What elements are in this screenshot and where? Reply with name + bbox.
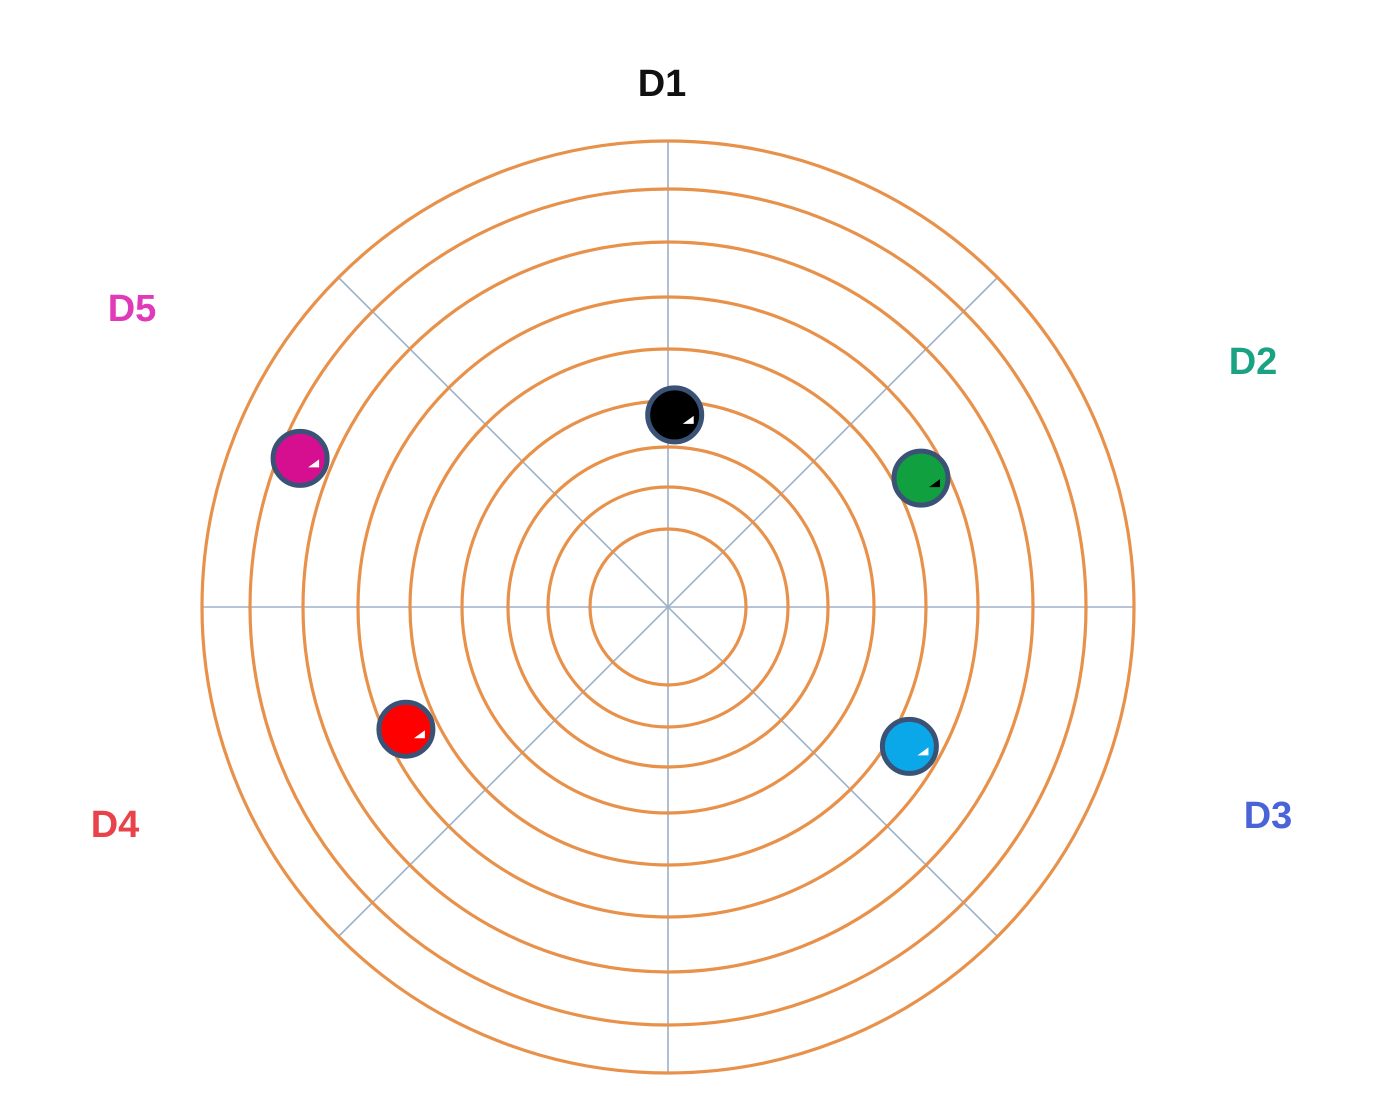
- point-marker-d2: [891, 448, 951, 508]
- ring-9: [200, 139, 1136, 1075]
- dimension-label-d2: D2: [1229, 341, 1278, 383]
- ring-7: [301, 240, 1035, 974]
- point-d4: [376, 699, 436, 759]
- chart-axes: [202, 141, 1134, 1073]
- point-marker-d5: [270, 428, 330, 488]
- ring-3: [506, 445, 830, 769]
- point-d1: [645, 385, 705, 445]
- point-marker-d1: [645, 385, 705, 445]
- point-glint-d1: [682, 415, 694, 424]
- dimension-label-d4: D4: [91, 804, 140, 846]
- point-glint-d4: [413, 730, 425, 739]
- chart-points: [270, 385, 951, 776]
- point-d2: [891, 448, 951, 508]
- ring-5: [408, 347, 928, 867]
- ring-1: [588, 527, 748, 687]
- ring-2: [546, 485, 790, 729]
- point-d3: [879, 716, 939, 776]
- dimension-label-d5: D5: [108, 288, 157, 330]
- point-marker-d4: [376, 699, 436, 759]
- chart-rings: [200, 139, 1136, 1075]
- ring-8: [248, 187, 1088, 1027]
- point-d5: [270, 428, 330, 488]
- point-glint-d3: [917, 747, 929, 756]
- point-marker-d3: [879, 716, 939, 776]
- point-glint-d2: [929, 479, 941, 488]
- point-glint-d5: [308, 459, 320, 468]
- dimension-label-d1: D1: [638, 63, 687, 105]
- dimension-label-d3: D3: [1244, 795, 1293, 837]
- ring-6: [356, 295, 980, 919]
